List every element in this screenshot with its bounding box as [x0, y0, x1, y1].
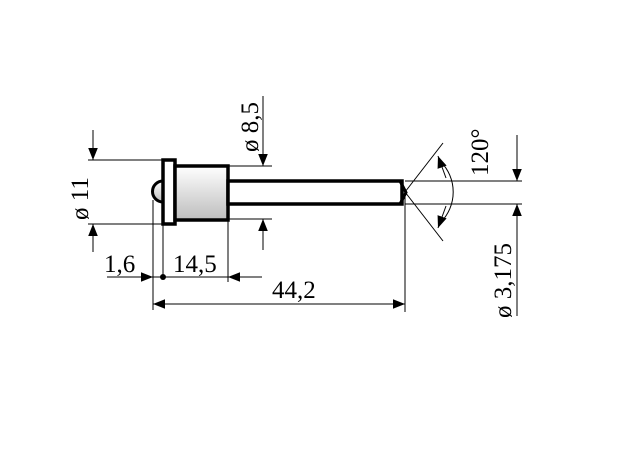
overall-length-label: 44,2 — [272, 277, 316, 304]
body-length-label: 14,5 — [173, 251, 217, 278]
datum-dot — [160, 274, 166, 280]
flange-body-dimension: 1,6 14,5 — [104, 251, 262, 282]
shaft-diameter-dimension: ø 8,5 — [237, 96, 268, 250]
pin-part — [151, 158, 408, 226]
flange — [161, 158, 177, 226]
body — [173, 164, 230, 222]
tip-angle-dimension: 120° — [437, 129, 494, 229]
pin-diameter-dimension: ø 3,175 — [490, 135, 522, 318]
flange-diameter-label: ø 11 — [67, 177, 94, 220]
flange-diameter-dimension: ø 11 — [67, 130, 98, 252]
pin-diameter-label: ø 3,175 — [490, 243, 517, 318]
overall-length-dimension: 44,2 — [153, 277, 405, 309]
shaft — [226, 179, 404, 206]
extension-lines — [88, 142, 522, 312]
flange-thickness-label: 1,6 — [104, 251, 135, 278]
shaft-diameter-label: ø 8,5 — [237, 102, 264, 152]
tip-angle-label: 120° — [467, 129, 494, 177]
